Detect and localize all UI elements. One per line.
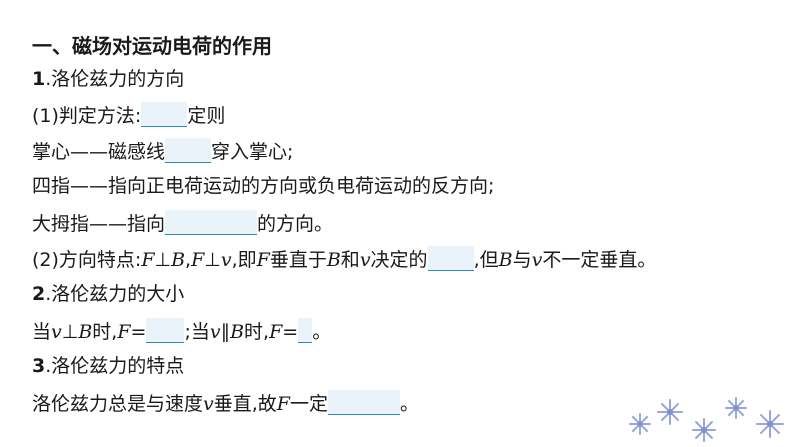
text-with: 与 xyxy=(512,249,532,271)
fingers-line: 四指——指向正电荷运动的方向或负电荷运动的反方向; xyxy=(32,175,495,197)
thumb-text: 大拇指——指向 xyxy=(32,213,166,235)
snowflake-decoration xyxy=(629,397,784,442)
subheading-3-title: .洛伦兹力的特点 xyxy=(45,355,185,377)
text-period: 。 xyxy=(312,321,332,343)
sym-equals: = xyxy=(282,321,299,343)
blank-force-perp[interactable] xyxy=(146,318,185,343)
text-period: 。 xyxy=(400,393,420,415)
sym-equals: = xyxy=(130,321,147,343)
sym-F: F xyxy=(141,249,155,271)
sym-v: v xyxy=(51,321,62,343)
sym-F: F xyxy=(269,321,283,343)
thumb-suffix: 的方向。 xyxy=(257,213,334,235)
text-ie: ,即 xyxy=(231,249,257,271)
palm-line: 掌心——磁感线 穿入掌心; xyxy=(32,138,293,164)
blank-no-work[interactable] xyxy=(328,390,400,415)
text-determined: 决定的 xyxy=(370,249,428,271)
sym-F: F xyxy=(117,321,131,343)
sym-perp: ⊥ xyxy=(204,249,221,271)
text-but: ,但 xyxy=(473,249,499,271)
magnitude-line: 当v⊥B时,F=;当v∥B时,F=。 xyxy=(32,318,331,344)
subheading-2: 2.洛伦兹力的大小 xyxy=(32,282,184,306)
rule-suffix: 定则 xyxy=(187,105,226,127)
blank-plane[interactable] xyxy=(427,246,474,271)
sym-parallel: ∥ xyxy=(220,321,231,343)
text-not-perp: 不一定垂直。 xyxy=(542,249,657,271)
sym-B: B xyxy=(326,249,341,271)
blank-force-parallel[interactable] xyxy=(298,318,313,343)
subheading-1-number: 1 xyxy=(32,68,46,90)
thumb-line: 大拇指——指向 的方向。 xyxy=(32,210,333,236)
determine-method-line: (1)判定方法: 定则 xyxy=(32,102,225,128)
sym-B: B xyxy=(78,321,93,343)
section-heading: 一、磁场对运动电荷的作用 xyxy=(32,34,272,58)
direction-feature-line: (2)方向特点:F⊥B,F⊥v,即F垂直于B和v决定的,但B与v不一定垂直。 xyxy=(32,246,656,272)
sym-v: v xyxy=(203,393,214,415)
direction-feature-label: (2)方向特点: xyxy=(32,249,142,271)
subheading-3-number: 3 xyxy=(32,355,46,377)
feature-line: 洛伦兹力总是与速度v垂直,故F一定 。 xyxy=(32,390,419,416)
text-always-perp: 洛伦兹力总是与速度 xyxy=(32,393,204,415)
determine-method-label: (1)判定方法: xyxy=(32,105,142,127)
sym-perp: ⊥ xyxy=(154,249,172,271)
blank-rule-name[interactable] xyxy=(141,102,188,127)
text-time: 时, xyxy=(92,321,118,343)
sym-B: B xyxy=(498,249,513,271)
subheading-2-title: .洛伦兹力的大小 xyxy=(45,283,185,305)
text-when2: ;当 xyxy=(184,321,210,343)
sym-v: v xyxy=(220,249,232,271)
sym-F: F xyxy=(276,393,290,415)
text-must: 一定 xyxy=(289,393,328,415)
palm-text: 掌心——磁感线 xyxy=(32,141,166,163)
blank-palm[interactable] xyxy=(165,138,212,163)
sym-F: F xyxy=(191,249,205,271)
sym-perp: ⊥ xyxy=(61,321,79,343)
subheading-1-title: .洛伦兹力的方向 xyxy=(45,68,185,90)
text-time: 时, xyxy=(244,321,270,343)
subheading-3: 3.洛伦兹力的特点 xyxy=(32,354,184,378)
text-perp-to: 垂直于 xyxy=(269,249,327,271)
text-perp-so: 垂直,故 xyxy=(213,393,277,415)
sym-B: B xyxy=(171,249,186,271)
palm-suffix: 穿入掌心; xyxy=(211,141,294,163)
sym-v: v xyxy=(359,249,371,271)
blank-thumb[interactable] xyxy=(165,210,258,235)
sym-comma: , xyxy=(185,249,192,271)
text-when: 当 xyxy=(32,321,52,343)
subheading-2-number: 2 xyxy=(32,283,46,305)
sym-v: v xyxy=(209,321,221,343)
subheading-1: 1.洛伦兹力的方向 xyxy=(32,67,184,91)
sym-B: B xyxy=(230,321,245,343)
text-and: 和 xyxy=(340,249,360,271)
sym-F: F xyxy=(256,249,270,271)
sym-v: v xyxy=(531,249,543,271)
